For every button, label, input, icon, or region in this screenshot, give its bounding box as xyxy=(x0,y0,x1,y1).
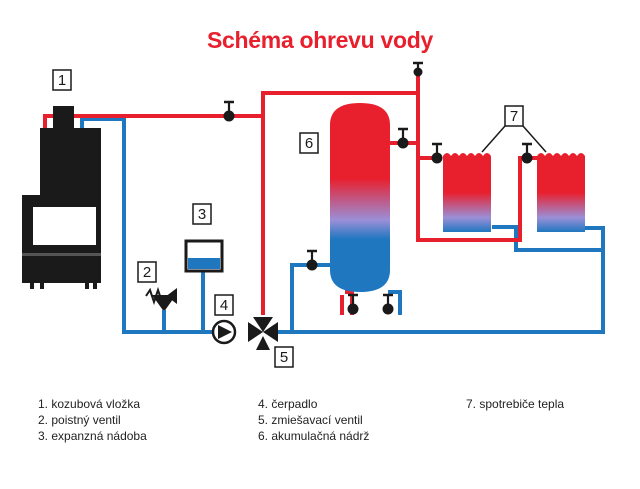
number-box-7: 7 xyxy=(504,105,524,127)
number-box-3: 3 xyxy=(192,203,212,225)
svg-text:1: 1 xyxy=(58,72,66,89)
shutoff-valve-icon xyxy=(222,61,534,316)
number-box-5: 5 xyxy=(274,346,294,368)
legend-item-2: 2. poistný ventil xyxy=(38,413,121,427)
fireplace-insert-icon xyxy=(22,106,101,289)
svg-text:6: 6 xyxy=(305,135,313,152)
svg-text:5: 5 xyxy=(280,349,288,366)
radiator-leader-lines xyxy=(481,125,547,153)
number-box-2: 2 xyxy=(137,261,157,283)
number-labels: 1 2 3 4 5 6 7 xyxy=(52,69,524,368)
legend-item-4: 4. čerpadlo xyxy=(258,397,318,411)
legend-item-5: 5. zmiešavací ventil xyxy=(258,413,363,427)
svg-text:2: 2 xyxy=(143,264,151,281)
legend-item-3: 3. expanzná nádoba xyxy=(38,429,147,443)
safety-valve-icon xyxy=(145,286,177,322)
pump-icon xyxy=(211,319,237,345)
legend-item-6: 6. akumulačná nádrž xyxy=(258,429,370,443)
number-box-1: 1 xyxy=(52,69,72,91)
number-box-4: 4 xyxy=(214,294,234,316)
legend-item-1: 1. kozubová vložka xyxy=(38,397,141,411)
radiator-icon xyxy=(443,153,585,232)
number-box-6: 6 xyxy=(299,132,319,154)
diagram-title: Schéma ohrevu vody xyxy=(207,27,433,53)
accumulation-tank-icon xyxy=(330,103,390,292)
legend-column-2: 4. čerpadlo 5. zmiešavací ventil 6. akum… xyxy=(258,396,369,444)
legend-column-3: 7. spotrebiče tepla xyxy=(466,396,564,412)
expansion-tank-icon xyxy=(184,239,224,273)
legend-item-7: 7. spotrebiče tepla xyxy=(466,397,565,411)
legend-column-1: 1. kozubová vložka 2. poistný ventil 3. … xyxy=(38,396,147,444)
svg-text:7: 7 xyxy=(510,108,518,125)
mixing-valve-icon xyxy=(248,317,278,350)
svg-text:3: 3 xyxy=(198,206,206,223)
svg-text:4: 4 xyxy=(220,297,228,314)
